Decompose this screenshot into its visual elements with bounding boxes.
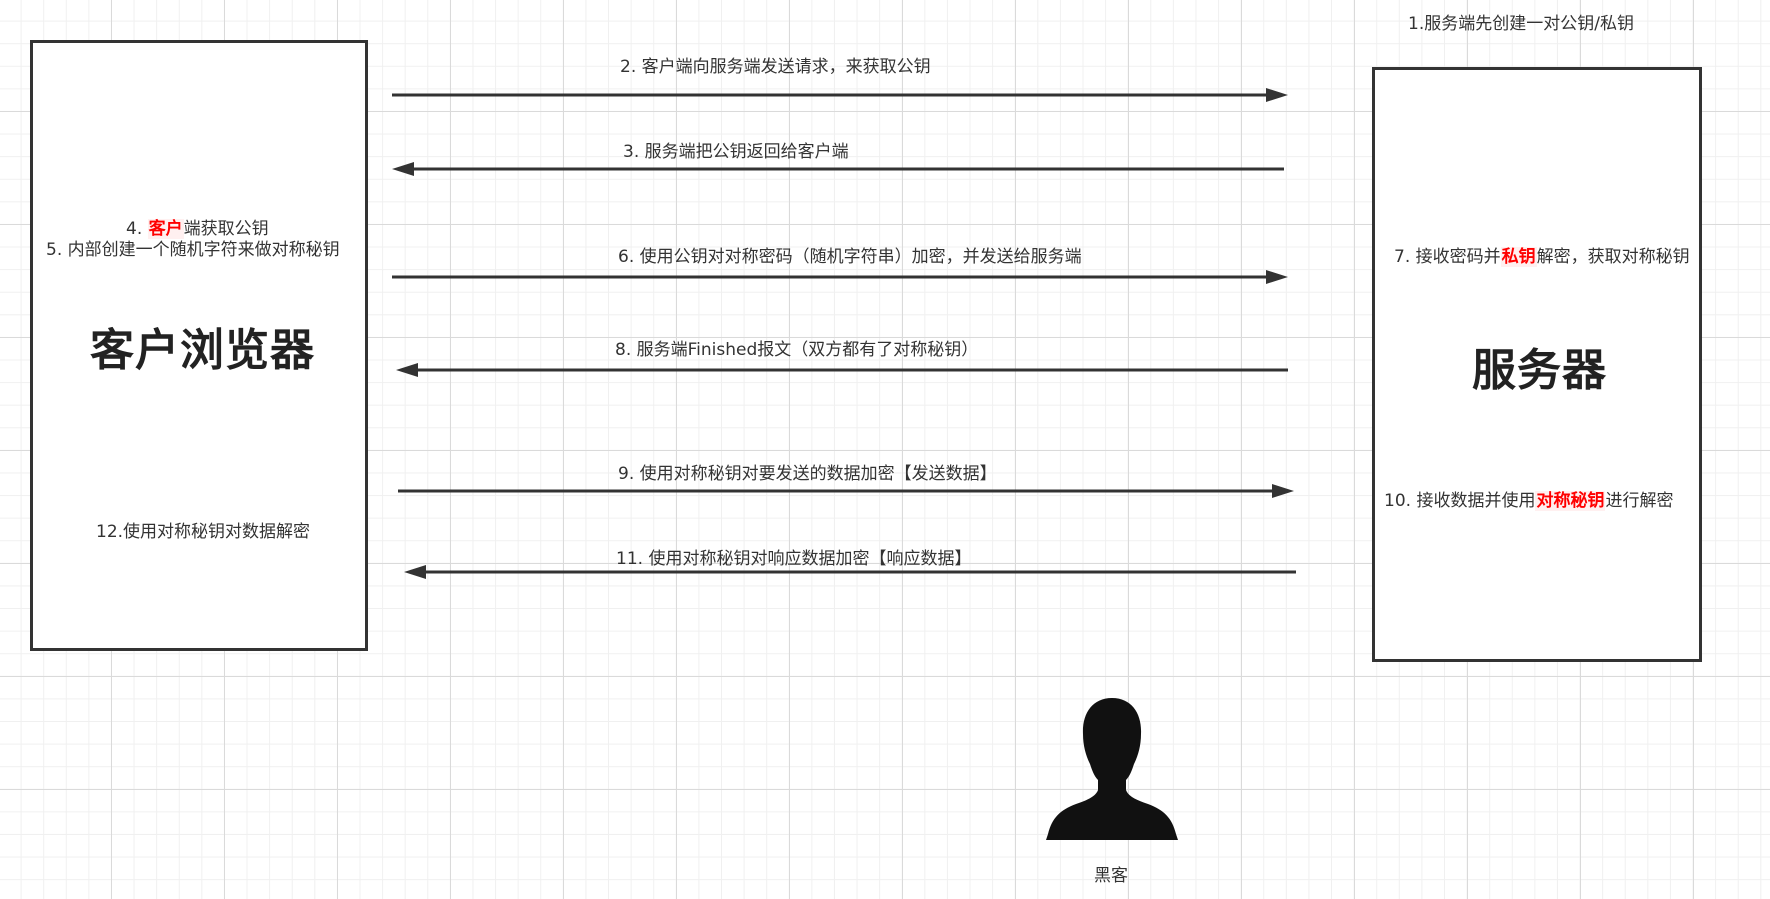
arrow-message-6 bbox=[392, 270, 1288, 284]
server-box bbox=[1372, 67, 1702, 662]
server-step7-highlight: 私钥 bbox=[1500, 247, 1537, 267]
client-step4-prefix: 4. bbox=[126, 219, 148, 239]
client-browser-title: 客户浏览器 bbox=[90, 325, 315, 376]
server-step7-label: 7. 接收密码并私钥解密，获取对称秘钥 bbox=[1394, 247, 1690, 267]
arrow-message-3 bbox=[392, 162, 1284, 176]
message-3-label: 3. 服务端把公钥返回给客户端 bbox=[623, 142, 849, 162]
arrow-message-8 bbox=[396, 363, 1288, 377]
client-step5-label: 5. 内部创建一个随机字符来做对称秘钥 bbox=[46, 240, 340, 260]
message-2-label: 2. 客户端向服务端发送请求，来获取公钥 bbox=[620, 57, 931, 77]
client-step4-suffix: 端获取公钥 bbox=[183, 219, 269, 239]
message-11-label: 11. 使用对称秘钥对响应数据加密【响应数据】 bbox=[616, 549, 972, 569]
server-step10-label: 10. 接收数据并使用对称秘钥进行解密 bbox=[1384, 491, 1673, 511]
message-9-label: 9. 使用对称秘钥对要发送的数据加密【发送数据】 bbox=[618, 464, 997, 484]
message-8-label: 8. 服务端Finished报文（双方都有了对称秘钥） bbox=[615, 340, 979, 360]
client-step4-label: 4. 客户端获取公钥 bbox=[126, 219, 269, 239]
arrow-message-2 bbox=[392, 88, 1288, 102]
server-step10-suffix: 进行解密 bbox=[1605, 491, 1674, 511]
server-step7-suffix: 解密，获取对称秘钥 bbox=[1536, 247, 1690, 267]
client-browser-box bbox=[30, 40, 368, 651]
server-step10-highlight: 对称秘钥 bbox=[1535, 491, 1606, 511]
client-step12-label: 12.使用对称秘钥对数据解密 bbox=[96, 522, 311, 542]
arrow-message-11 bbox=[404, 565, 1296, 579]
client-step4-highlight: 客户 bbox=[147, 219, 184, 239]
note-server-creates-keys: 1.服务端先创建一对公钥/私钥 bbox=[1408, 14, 1634, 34]
server-step7-prefix: 7. 接收密码并 bbox=[1394, 247, 1501, 267]
person-silhouette-icon bbox=[1046, 698, 1178, 840]
arrow-message-9 bbox=[398, 484, 1294, 498]
hacker-label: 黑客 bbox=[1094, 866, 1128, 886]
server-title: 服务器 bbox=[1472, 345, 1607, 396]
message-6-label: 6. 使用公钥对对称密码（随机字符串）加密，并发送给服务端 bbox=[618, 247, 1082, 267]
server-step10-prefix: 10. 接收数据并使用 bbox=[1384, 491, 1536, 511]
